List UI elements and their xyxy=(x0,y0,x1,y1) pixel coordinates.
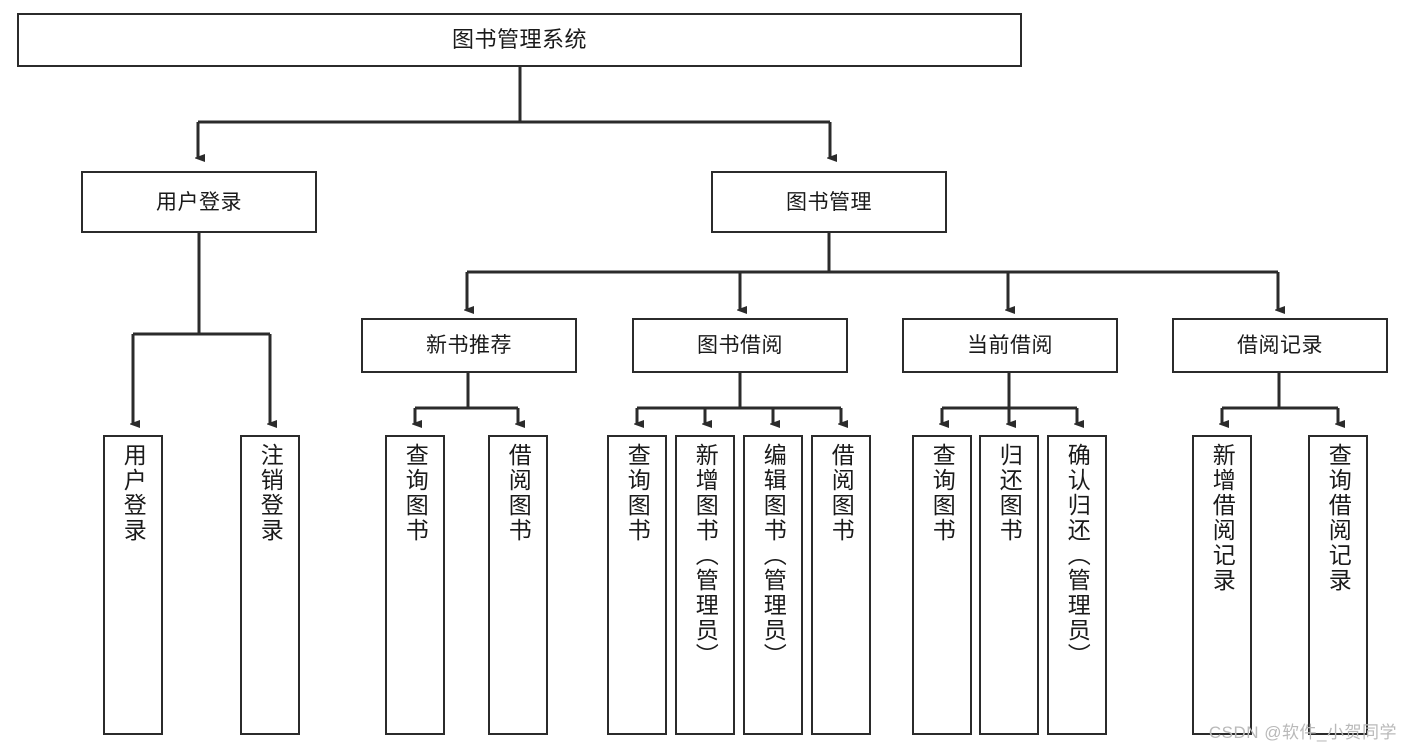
node-label: 借阅记录 xyxy=(1237,334,1323,357)
node-leaf-borrow-book-recommend[interactable]: 借阅图书 xyxy=(488,435,548,735)
node-label: 新增图书（管理员） xyxy=(692,443,719,668)
node-leaf-confirm-return-admin[interactable]: 确认归还（管理员） xyxy=(1047,435,1107,735)
node-leaf-query-book-recommend[interactable]: 查询图书 xyxy=(385,435,445,735)
node-label: 查询借阅记录 xyxy=(1325,443,1352,593)
node-label: 借阅图书 xyxy=(505,443,532,543)
node-label: 当前借阅 xyxy=(967,334,1053,357)
node-label: 查询图书 xyxy=(624,443,651,543)
node-label: 新书推荐 xyxy=(426,334,512,357)
node-leaf-add-borrow-record[interactable]: 新增借阅记录 xyxy=(1192,435,1252,735)
node-borrow-record[interactable]: 借阅记录 xyxy=(1172,318,1388,373)
node-label: 用户登录 xyxy=(120,443,147,543)
node-leaf-logout[interactable]: 注销登录 xyxy=(240,435,300,735)
node-leaf-borrow-book[interactable]: 借阅图书 xyxy=(811,435,871,735)
node-label: 查询图书 xyxy=(929,443,956,543)
node-new-book-recommend[interactable]: 新书推荐 xyxy=(361,318,577,373)
node-label: 图书管理系统 xyxy=(451,27,587,52)
node-label: 图书管理 xyxy=(786,190,872,214)
node-leaf-query-borrow-record[interactable]: 查询借阅记录 xyxy=(1308,435,1368,735)
node-leaf-add-book-admin[interactable]: 新增图书（管理员） xyxy=(675,435,735,735)
node-label: 归还图书 xyxy=(996,443,1023,543)
node-book-borrow[interactable]: 图书借阅 xyxy=(632,318,848,373)
node-label: 借阅图书 xyxy=(828,443,855,543)
node-label: 新增借阅记录 xyxy=(1209,443,1236,593)
node-leaf-edit-book-admin[interactable]: 编辑图书（管理员） xyxy=(743,435,803,735)
node-label: 查询图书 xyxy=(402,443,429,543)
node-leaf-query-book-borrow[interactable]: 查询图书 xyxy=(607,435,667,735)
node-leaf-user-login[interactable]: 用户登录 xyxy=(103,435,163,735)
node-root-book-management-system[interactable]: 图书管理系统 xyxy=(17,13,1022,67)
node-label: 注销登录 xyxy=(257,443,284,543)
node-book-management[interactable]: 图书管理 xyxy=(711,171,947,233)
node-label: 确认归还（管理员） xyxy=(1064,443,1091,668)
node-user-login[interactable]: 用户登录 xyxy=(81,171,317,233)
node-leaf-query-book-current[interactable]: 查询图书 xyxy=(912,435,972,735)
node-label: 图书借阅 xyxy=(697,334,783,357)
node-current-borrow[interactable]: 当前借阅 xyxy=(902,318,1118,373)
node-leaf-return-book[interactable]: 归还图书 xyxy=(979,435,1039,735)
node-label: 编辑图书（管理员） xyxy=(760,443,787,668)
node-label: 用户登录 xyxy=(156,190,242,214)
